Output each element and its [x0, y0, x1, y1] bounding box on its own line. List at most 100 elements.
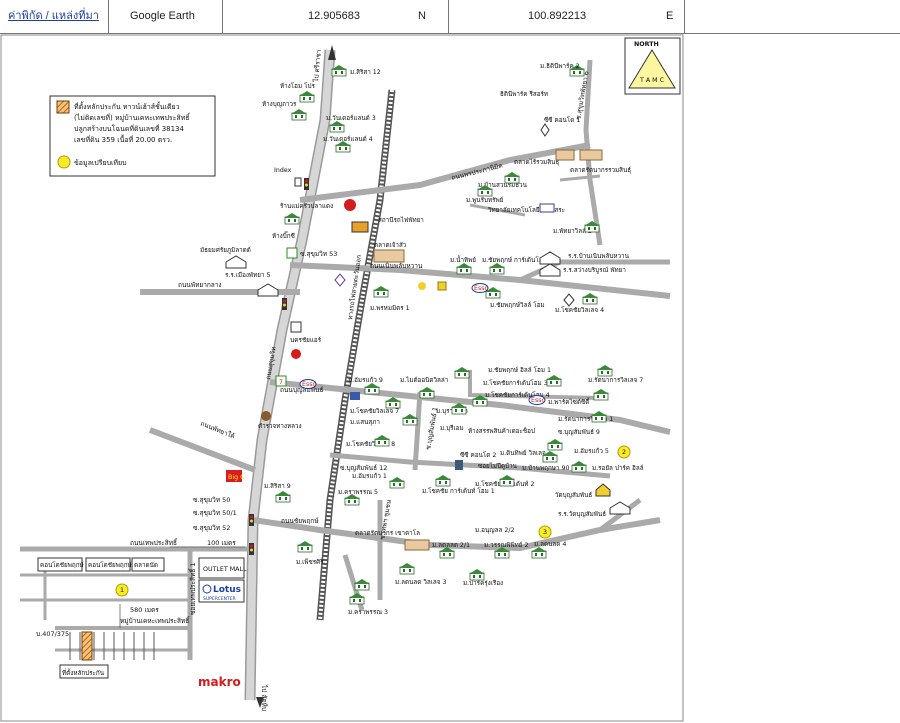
legend-subject-line-1: ที่ตั้งหลักประกัน ทาวน์เฮ้าส์ชั้นเดียว: [74, 100, 180, 111]
soi-53-label: ซ.สุขุมวิท 53: [300, 250, 337, 258]
bank-icon: [350, 392, 360, 400]
khao-talo-road: [252, 517, 661, 552]
to-south-label: ไป สัตหีบ: [260, 684, 268, 711]
place-m-ornanong-2-1: ม.ลดลลด 2/1: [432, 542, 470, 549]
place-condo-chaiyapruek2: คอนโดชัยพฤกษ์ 2: [40, 561, 90, 569]
place-m-baan-phruk: ม.บ้านพฤกษา 90: [522, 464, 569, 472]
train-icon: [351, 221, 369, 233]
latitude-direction: N: [418, 10, 426, 22]
place-m-tinthip-ville: ม.ดินทิพย์ วิลเลจ: [500, 449, 546, 457]
outlet-mall-box: [198, 557, 245, 579]
place-m-chokchai-ville7: ม.โชคชัยวิลเลจ 7: [350, 407, 399, 415]
boonsamphan-road: [269, 379, 671, 435]
place-m-buriram: ม.บุรีเอม: [440, 424, 464, 432]
soi-50-1-label: ซ.สุขุมวิท 50/1: [193, 509, 237, 517]
place-wat-boonsamphan-school: ร.ร.วัดบุญสัมพันธ์: [558, 510, 606, 518]
place-outlet-mall: OUTLET MALL: [203, 566, 247, 573]
south-arrow-icon: [256, 697, 264, 708]
place-m-pattaya2: ม.พัทยาวิลล์ 2: [553, 227, 592, 235]
place-m-mayfair: ม.ไมต์ออนิตวิลล่า: [400, 376, 448, 384]
place-m-parkside: ม.พาร์คไซด์ซิตี้: [548, 397, 590, 406]
source-value: Google Earth: [130, 10, 195, 22]
pattaya-klang-label: ถนนพัทยากลาง: [178, 281, 222, 289]
lotus-box: [198, 579, 245, 603]
coordinate-label: ค่าพิกัด / แหล่งที่มา: [8, 10, 99, 22]
comparison-marker-1: [115, 583, 129, 597]
place-m-korawat5: ม.คราพรรณ 5: [338, 489, 378, 496]
subject-swatch: [56, 100, 70, 114]
place-baan-nernplubwan-school: ร.ร.บ้านเนินพลับหวาน: [568, 252, 630, 260]
place-m-saenpuri: ม.แสนสุภา: [350, 419, 380, 426]
legend-subject-line-3: ปลูกสร้างบนโฉนดที่ดินเลขที่ 38134: [74, 124, 185, 133]
legend-subject-line-4: เลขที่ดิน 359 เนื้อที่ 20.00 ตรว.: [74, 133, 172, 144]
legend-comparison-label: ข้อมูลเปรียบเทียบ: [74, 159, 127, 167]
boonsamphan-label: ถนนบุญสัมพันธ์: [280, 386, 323, 394]
temple-icon: [334, 273, 346, 287]
village-lots: ที่ตั้งหลักประกัน: [59, 631, 155, 679]
place-boonthavorn: ห้างบุญถาวร: [262, 100, 297, 108]
place-talat-nat: ตลาดนัด: [134, 562, 158, 569]
to-north-label: ไป ศรีราชา: [312, 49, 323, 83]
esso-label-3: Esso: [531, 397, 546, 404]
place-m-wonderland3: ม.วันเดอร์แลนด์ 3: [326, 114, 376, 122]
place-wat-boonsamphan: วัดบุญสัมพันธ์: [555, 491, 592, 499]
shell-icon: [418, 282, 426, 290]
bigc-label: Big C: [228, 474, 245, 481]
place-m-ornanong-ville3: ม.ลดนลด วิลเลจ 3: [395, 578, 446, 586]
place-m-ornanong-2-2: ม.อนุญลล 2/2: [475, 527, 514, 534]
police-icon: [261, 411, 271, 421]
place-m-wonderland4: ม.วันเดอร์แลนด์ 4: [323, 135, 373, 143]
north-arrow-icon: [328, 45, 336, 60]
place-cc-condo2: ซีซี คอนโด 2: [460, 451, 496, 459]
place-m-korawat3: ม.คราพรรณ 3: [348, 609, 388, 616]
place-m-pornmitr1: ม.พรหมมิตร 1: [370, 304, 410, 312]
soi-52-label: ซ.สุขุมวิท 52: [193, 524, 230, 532]
latitude-value: 12.905683: [308, 10, 360, 22]
north-east-road-label: ถนนพรประภานิมิต: [451, 161, 504, 181]
place-muang-pattaya-school: ร.ร.เมืองพัทยา 5: [225, 271, 270, 279]
place-mattayom: มัธยมศรัยภูมิลาดด์: [200, 246, 251, 254]
place-bigc: ห้างบิ๊กซี: [272, 231, 296, 240]
place-talat-jaew: ตลาดเจ้าสัว: [374, 241, 407, 249]
comparison-markers: 1 2 3: [115, 445, 631, 597]
place-soi-baan: ซอยไม่ปีดูบ้าน: [478, 462, 518, 470]
esso-icon: [528, 395, 546, 405]
bigc-logo: [226, 470, 242, 482]
comparison-swatch: [57, 155, 71, 169]
seven-eleven-label: 7: [279, 379, 283, 386]
thep-prasit-label: ถนนเทพประสิทธิ์: [130, 538, 178, 547]
boonsamphan-12-label: ซ.บุญสัมพันธ์ 12: [340, 464, 387, 472]
temple-icon: [540, 123, 550, 137]
place-m-chaiyapruek-home1: ม.ชัยพฤกษ์ ฮิลล์ โฮม 1: [488, 366, 551, 374]
place-m-chokchai-village4: ม.โชคชัยวิลเลจ 4: [555, 306, 604, 314]
place-talat-kanchana: ตลาดรัตนากรรวมสินธุ์: [570, 166, 631, 174]
place-soi-boonsamphan9: ซ.บุญสัมพันธ์ 9: [558, 428, 600, 436]
place-m-chokchai-garden-home3: ม.โชคชัยการ์เด้นโฮม 3: [483, 379, 548, 387]
place-m-ornanong5: ม.อัมรแก้ว 5: [574, 447, 609, 455]
compass-letters: T A M C: [639, 77, 665, 84]
coordinate-header-bar: ค่าพิกัด / แหล่งที่มา Google Earth 12.90…: [0, 0, 900, 34]
legend-subject-line-2: (ไม่ติดเลขที่) หมู่บ้านเคหะเทพประสิทธิ์: [74, 112, 191, 122]
market-icon: [373, 249, 405, 263]
place-m-chaiyapruek-garden: ม.ชัยพฤกษ์ การ์เด้นโฮม: [482, 256, 547, 264]
place-m-chokchai-ville8: ม.โชคชัยวิลเลจ 8: [346, 440, 395, 448]
place-talat-rattanakorn: ตลาดรัตนากร เขาตาโล: [355, 529, 420, 537]
subject-plot-marker: [81, 631, 93, 661]
bank-icon: [437, 281, 447, 291]
comparison-marker-3: [538, 525, 552, 539]
north-compass: NORTH T A M C: [624, 37, 681, 95]
place-lotus-sub: SUPERCENTER: [203, 596, 236, 602]
place-m-ornanong9: ม.อัมรแก้ว 9: [348, 376, 383, 384]
place-m-rattana-ville1: ม.รัตนาการวิลเลจ 1: [558, 415, 613, 423]
place-m-wareenipit2: ม.วรรณพิพิทย์ 2: [484, 541, 528, 549]
esso-label-2: Esso: [474, 285, 489, 292]
place-m-namthip: ม.น้ำทิพย์: [450, 255, 476, 264]
comparison-marker-3-label: 3: [543, 529, 547, 536]
place-cc-condo1: ซีซี คอนโด 1: [544, 116, 580, 124]
place-homepro: ห้างโฮม โปร: [280, 82, 316, 90]
nern-plub-wan-road: [289, 262, 671, 299]
northern-east-road: [299, 142, 591, 203]
place-m-ornanong4: ม.ลดนลด 4: [534, 541, 566, 548]
comparison-marker-1-label: 1: [120, 587, 124, 594]
place-m-park-ruang: ม.ปาร์ครุ่งเรือง: [463, 579, 503, 587]
